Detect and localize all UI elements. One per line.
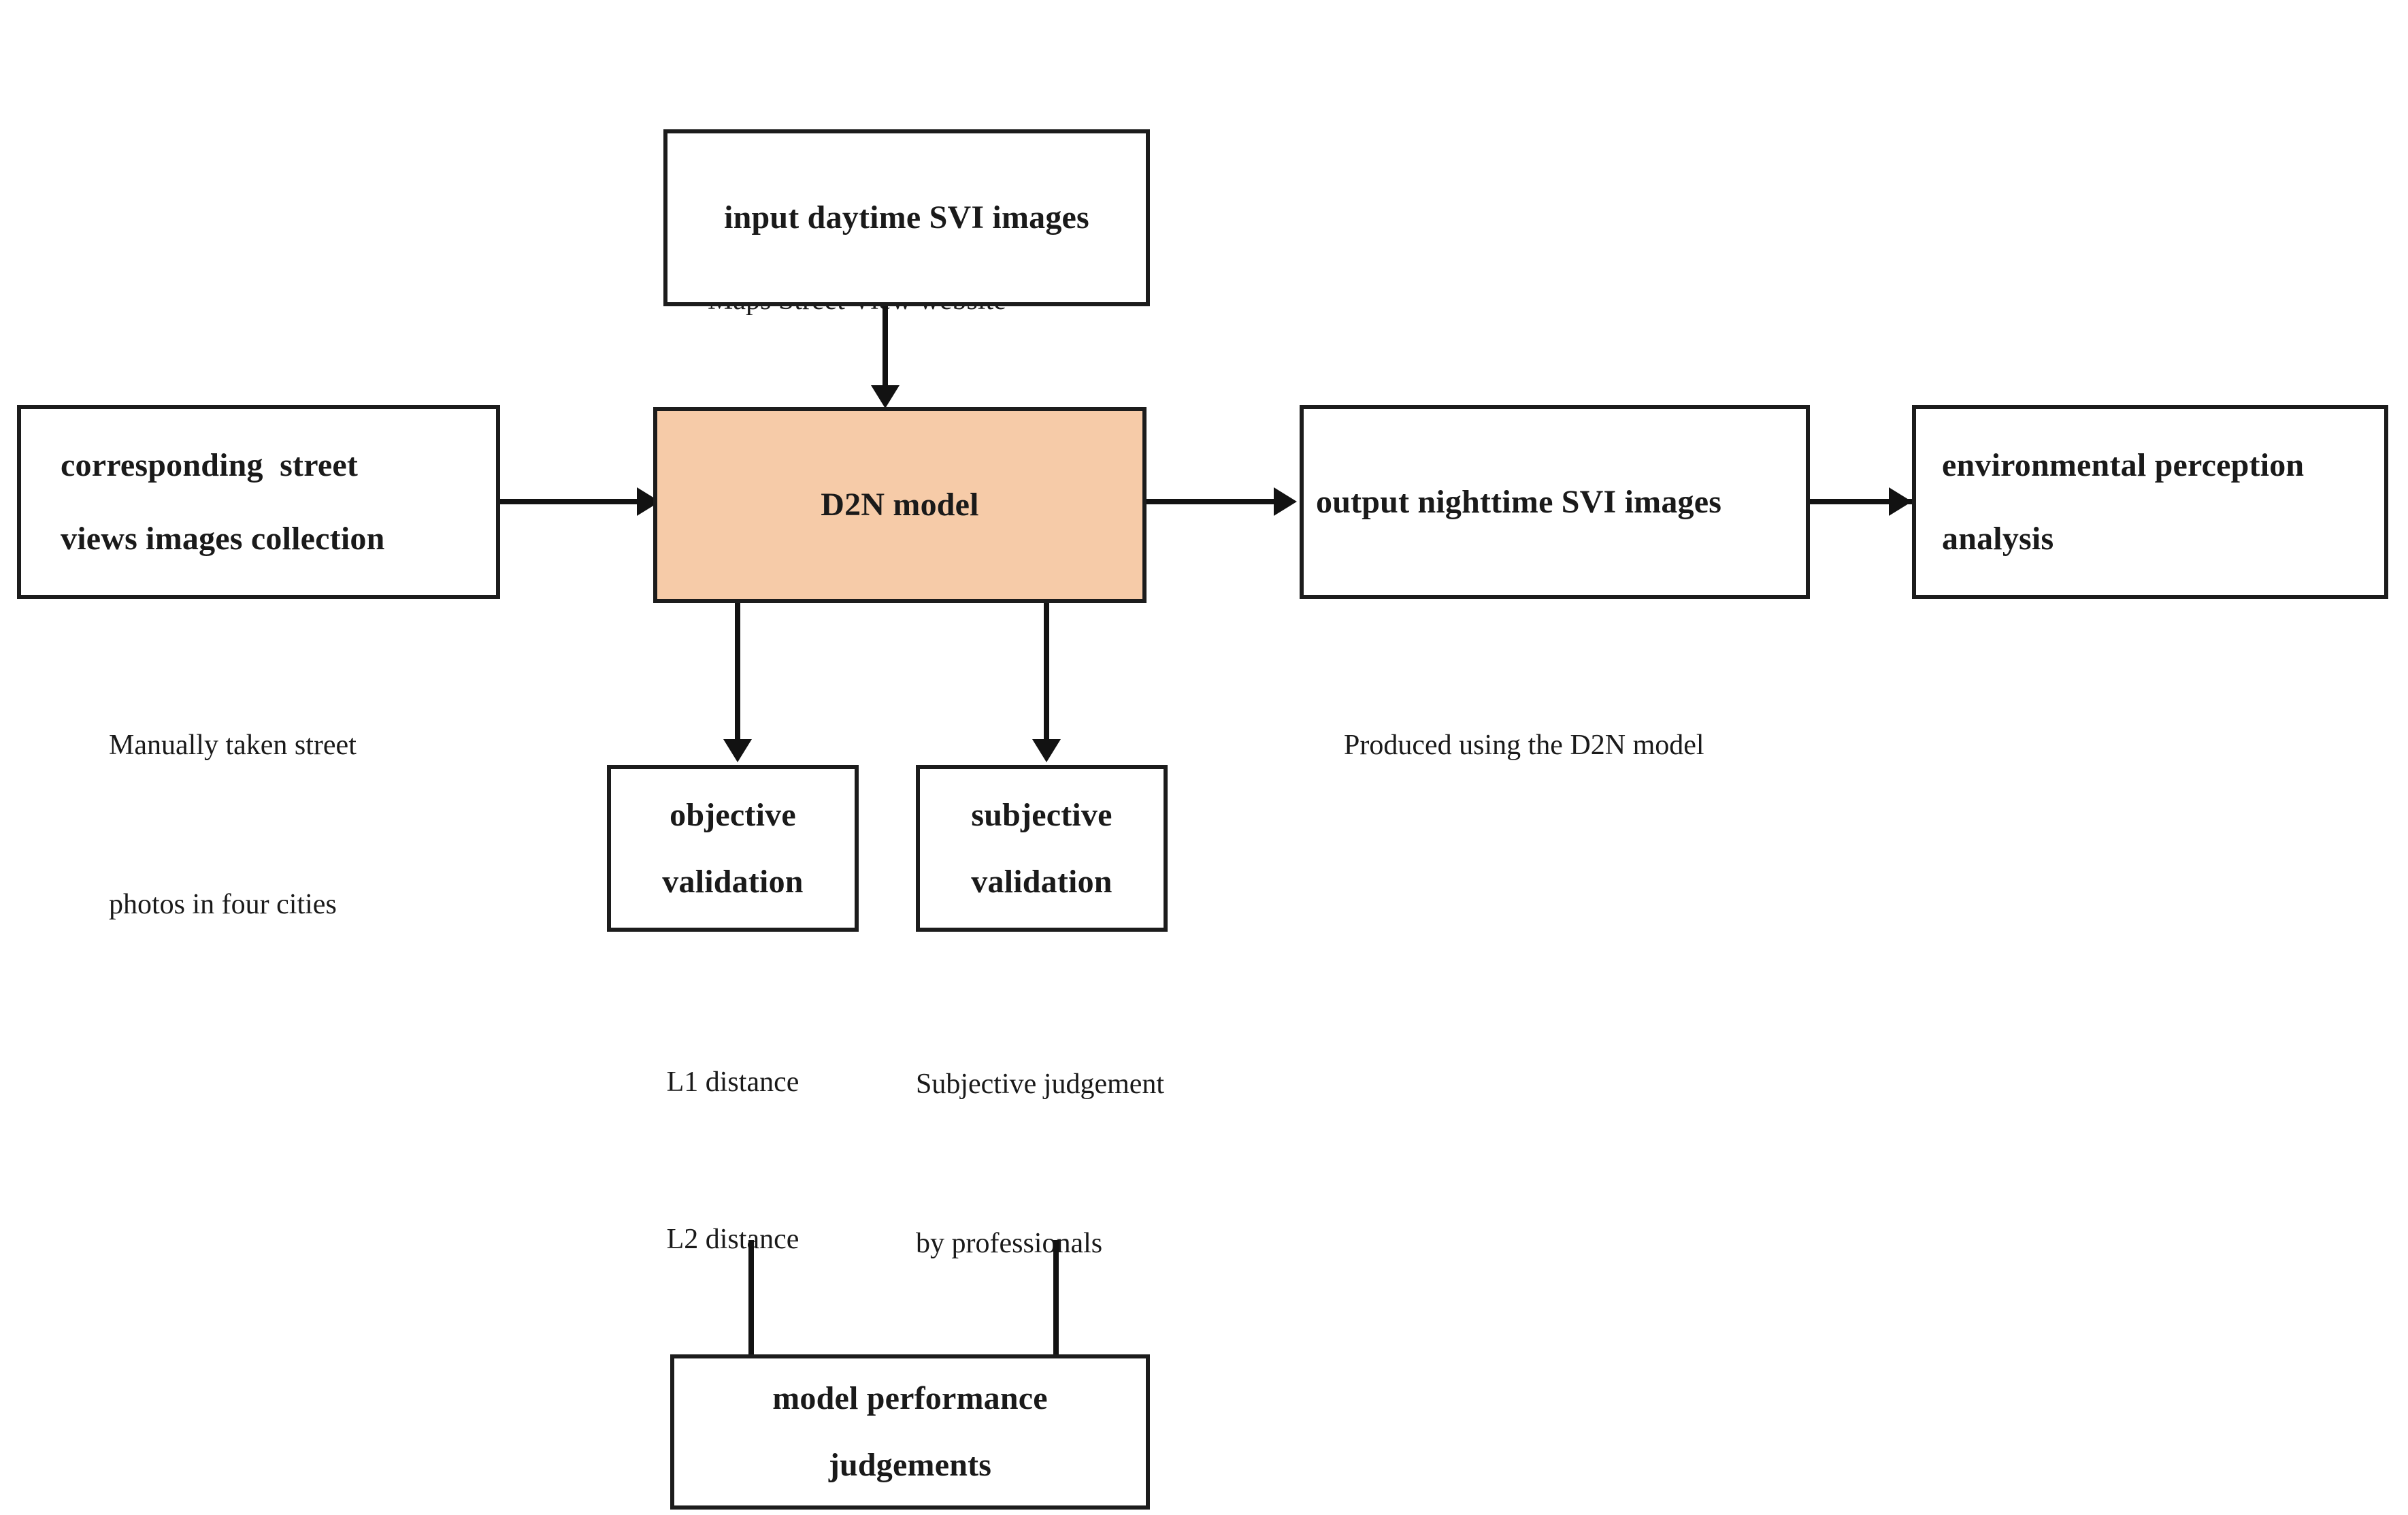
node-label: validation (662, 863, 804, 900)
edge-d2n-to-subjective-arrowhead (1032, 739, 1061, 762)
edge-input-to-d2n-arrowhead (871, 385, 900, 408)
node-label: environmental perception (1942, 446, 2305, 483)
node-label: output nighttime SVI images (1316, 483, 1722, 520)
caption-line: by professionals (916, 1228, 1103, 1259)
edge-output-to-environmental-line (1810, 499, 1912, 504)
node-environmental-perception-analysis[interactable]: environmental perception analysis (1912, 405, 2388, 599)
node-input-daytime-svi-images[interactable]: input daytime SVI images (663, 129, 1150, 306)
node-label: judgements (828, 1447, 992, 1483)
node-output-nighttime-svi-images[interactable]: output nighttime SVI images (1300, 405, 1810, 599)
node-subjective-validation[interactable]: subjective validation (916, 765, 1168, 932)
edge-d2n-to-output-arrowhead (1274, 487, 1297, 516)
node-label: analysis (1942, 520, 2054, 557)
edge-d2n-to-subjective-line (1044, 603, 1049, 742)
node-label: validation (971, 863, 1112, 900)
node-objective-validation[interactable]: objective validation (607, 765, 859, 932)
caption-line: Manually taken street (109, 730, 357, 761)
caption-subjective-judgement: Subjective judgement by professionals (916, 951, 1164, 1376)
node-model-performance-judgements[interactable]: model performance judgements (670, 1354, 1150, 1510)
node-corresponding-street-views-collection[interactable]: corresponding street views images collec… (17, 405, 500, 599)
edge-d2n-to-objective-arrowhead (723, 739, 752, 762)
edge-d2n-to-objective-line (735, 603, 740, 742)
node-label: model performance (772, 1380, 1048, 1416)
caption-line: photos in four cities (109, 889, 337, 920)
caption-manual-photos: Manually taken street photos in four cit… (109, 613, 357, 1037)
node-label: corresponding street (61, 446, 359, 483)
node-label: D2N model (821, 487, 979, 523)
edge-output-to-environmental-arrowhead (1889, 487, 1912, 516)
node-label: input daytime SVI images (724, 199, 1089, 235)
edge-street-views-to-d2n-line (500, 499, 640, 504)
node-label: views images collection (61, 520, 385, 557)
edge-input-to-d2n-line (883, 306, 888, 389)
merge-bracket-right-arm (1053, 1240, 1059, 1364)
merge-bracket-left-arm (748, 1240, 754, 1364)
node-label: objective (670, 796, 796, 833)
caption-produced-using-d2n-model: Produced using the D2N model (1344, 613, 1704, 878)
node-d2n-model[interactable]: D2N model (653, 407, 1147, 603)
caption-line: Produced using the D2N model (1344, 730, 1704, 761)
caption-line: L2 distance (666, 1224, 799, 1255)
node-label: subjective (971, 796, 1112, 833)
edge-d2n-to-output-line (1147, 499, 1276, 504)
caption-line: L1 distance (666, 1066, 799, 1098)
caption-line: Subjective judgement (916, 1069, 1165, 1100)
